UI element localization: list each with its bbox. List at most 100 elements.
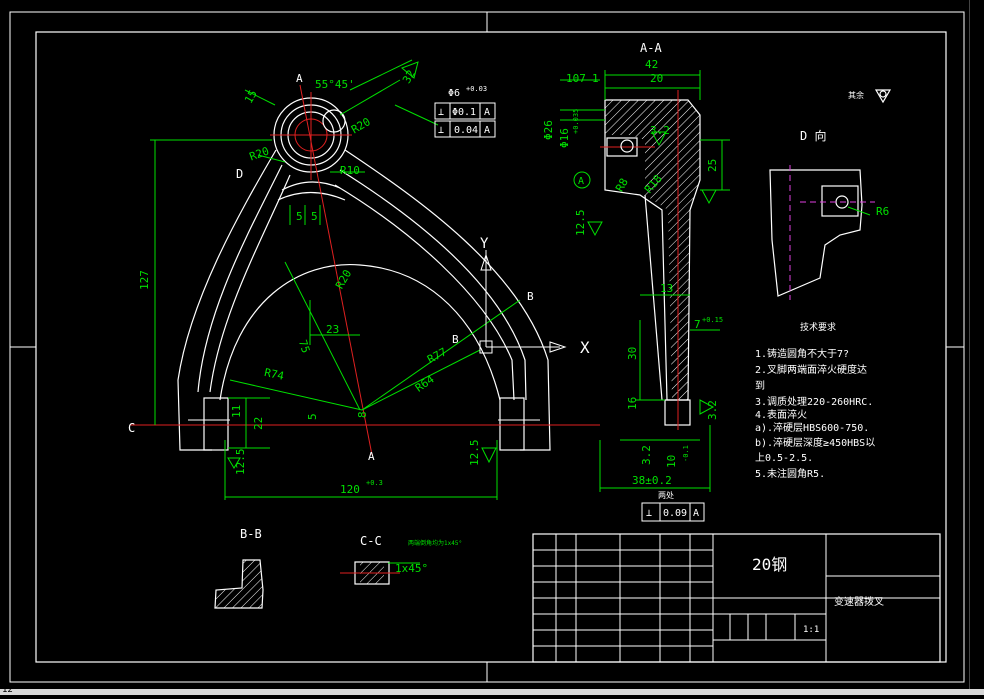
svg-text:R77: R77 xyxy=(425,345,449,366)
svg-text:A: A xyxy=(693,508,699,519)
svg-text:⊥: ⊥ xyxy=(438,107,444,118)
svg-text:2.叉脚两端面淬火硬度达: 2.叉脚两端面淬火硬度达 xyxy=(755,363,867,376)
svg-text:-0.1: -0.1 xyxy=(682,445,690,462)
svg-text:Φ0.1: Φ0.1 xyxy=(452,107,476,118)
title-block: 20钢 变速器拨叉 1:1 xyxy=(532,533,941,663)
part-name: 变速器拨叉 xyxy=(834,595,884,608)
left-arm-inner1 xyxy=(197,164,283,393)
label-b-right: B xyxy=(527,290,534,303)
svg-text:13: 13 xyxy=(660,282,673,295)
svg-text:7: 7 xyxy=(694,318,701,331)
svg-text:1x45°: 1x45° xyxy=(395,562,428,575)
svg-text:3.2: 3.2 xyxy=(706,400,719,420)
label-x-axis: X xyxy=(580,338,590,357)
svg-text:30: 30 xyxy=(626,347,639,360)
svg-text:b).淬硬层深度≥450HBS以: b).淬硬层深度≥450HBS以 xyxy=(755,436,875,449)
tolerance-frame-2: ⊥ 0.04 A xyxy=(434,120,496,138)
boss-circle xyxy=(322,109,346,133)
svg-text:⊥: ⊥ xyxy=(438,125,444,136)
svg-text:4.表面淬火: 4.表面淬火 xyxy=(755,408,807,421)
left-pad xyxy=(203,397,229,451)
svg-text:16: 16 xyxy=(626,397,639,410)
svg-text:0.09: 0.09 xyxy=(663,508,687,519)
svg-text:15: 15 xyxy=(242,88,260,106)
svg-text:32: 32 xyxy=(400,68,418,86)
section-aa-view: A-A A ⊥ xyxy=(542,41,730,522)
svg-text:⊥: ⊥ xyxy=(646,508,652,519)
svg-text:42: 42 xyxy=(645,58,658,71)
svg-text:A: A xyxy=(484,125,490,136)
svg-text:75: 75 xyxy=(296,338,312,355)
svg-text:8: 8 xyxy=(356,411,369,418)
fork-inner-arc xyxy=(219,263,501,401)
svg-text:1: 1 xyxy=(592,72,599,85)
command-line-text: 12 xyxy=(2,685,13,695)
technical-notes: 技术要求 1.铸造圆角不大于7? 2.叉脚两端面淬火硬度达 到 3.调质处理22… xyxy=(755,321,875,480)
label-c: C xyxy=(128,421,135,435)
svg-text:其余: 其余 xyxy=(848,90,864,100)
svg-text:10: 10 xyxy=(665,455,678,468)
view-d: D 向 R6 其余 xyxy=(769,89,892,300)
tolerance-frame-3: ⊥ 0.09 A xyxy=(641,502,705,522)
svg-text:技术要求: 技术要求 xyxy=(800,321,836,333)
svg-text:120: 120 xyxy=(340,483,360,496)
svg-text:R74: R74 xyxy=(263,366,286,383)
front-view: ⊥ Φ0.1 A ⊥ 0.04 A A A D B B C X Y Φ6 +0.… xyxy=(128,59,600,500)
section-aa-title: A-A xyxy=(640,41,662,55)
svg-text:38±0.2: 38±0.2 xyxy=(632,474,672,487)
left-arm-outer xyxy=(177,149,277,451)
right-arm-inner2 xyxy=(334,184,515,401)
svg-text:12.5: 12.5 xyxy=(574,210,587,237)
svg-text:R6: R6 xyxy=(876,205,889,218)
right-arm-inner1 xyxy=(339,169,527,401)
view-d-title: D 向 xyxy=(800,128,826,143)
label-b-left: B xyxy=(452,333,459,346)
svg-text:到: 到 xyxy=(755,380,765,392)
svg-text:12.5: 12.5 xyxy=(234,449,247,476)
svg-text:3.2: 3.2 xyxy=(650,124,670,137)
svg-text:+0.15: +0.15 xyxy=(702,316,723,324)
svg-text:55°45': 55°45' xyxy=(315,78,355,91)
svg-text:3.2: 3.2 xyxy=(640,445,653,465)
svg-text:1.铸造圆角不大于7?: 1.铸造圆角不大于7? xyxy=(755,347,849,360)
svg-text:R64: R64 xyxy=(413,372,437,394)
section-cc-view: C-C 两端倒角均为1x45° 1x45° xyxy=(340,534,462,585)
tolerance-frame-1: ⊥ Φ0.1 A xyxy=(434,102,496,120)
command-line-strip[interactable]: 12 xyxy=(0,685,984,695)
svg-text:A: A xyxy=(578,176,584,187)
svg-text:5.未注圆角R5.: 5.未注圆角R5. xyxy=(755,467,825,480)
svg-text:5: 5 xyxy=(311,210,318,223)
section-cc-title: C-C xyxy=(360,534,382,548)
slanted-centerline xyxy=(299,84,373,456)
scale-label: 1:1 xyxy=(803,625,819,635)
section-bb-view: B-B xyxy=(214,527,264,609)
svg-text:Φ26: Φ26 xyxy=(542,120,555,140)
svg-text:5: 5 xyxy=(306,413,319,420)
left-arm-inner2 xyxy=(209,174,291,393)
svg-text:0.04: 0.04 xyxy=(454,125,478,136)
vertical-scrollbar[interactable] xyxy=(969,0,984,690)
svg-text:+0.03: +0.03 xyxy=(466,85,487,93)
svg-text:两处: 两处 xyxy=(658,490,674,500)
svg-text:+0.3: +0.3 xyxy=(366,479,383,487)
web-top2 xyxy=(277,191,346,201)
svg-text:上0.5-2.5.: 上0.5-2.5. xyxy=(755,452,813,464)
right-pad xyxy=(499,397,525,451)
svg-text:+0.035: +0.035 xyxy=(572,109,580,134)
right-arm-outer xyxy=(344,149,551,451)
svg-text:R20: R20 xyxy=(248,144,271,163)
label-y-axis: Y xyxy=(480,236,489,252)
svg-text:11: 11 xyxy=(230,405,243,418)
web-top xyxy=(281,181,341,191)
svg-text:R10: R10 xyxy=(340,164,360,177)
label-a-bottom: A xyxy=(368,450,375,463)
x-axis-arrow xyxy=(549,341,567,353)
label-a-top: A xyxy=(296,72,303,85)
section-bb-title: B-B xyxy=(240,527,262,541)
svg-text:A: A xyxy=(484,107,490,118)
svg-text:两端倒角均为1x45°: 两端倒角均为1x45° xyxy=(408,539,462,547)
svg-text:3.调质处理220-260HRC.: 3.调质处理220-260HRC. xyxy=(755,396,873,408)
svg-text:R20: R20 xyxy=(349,115,373,136)
